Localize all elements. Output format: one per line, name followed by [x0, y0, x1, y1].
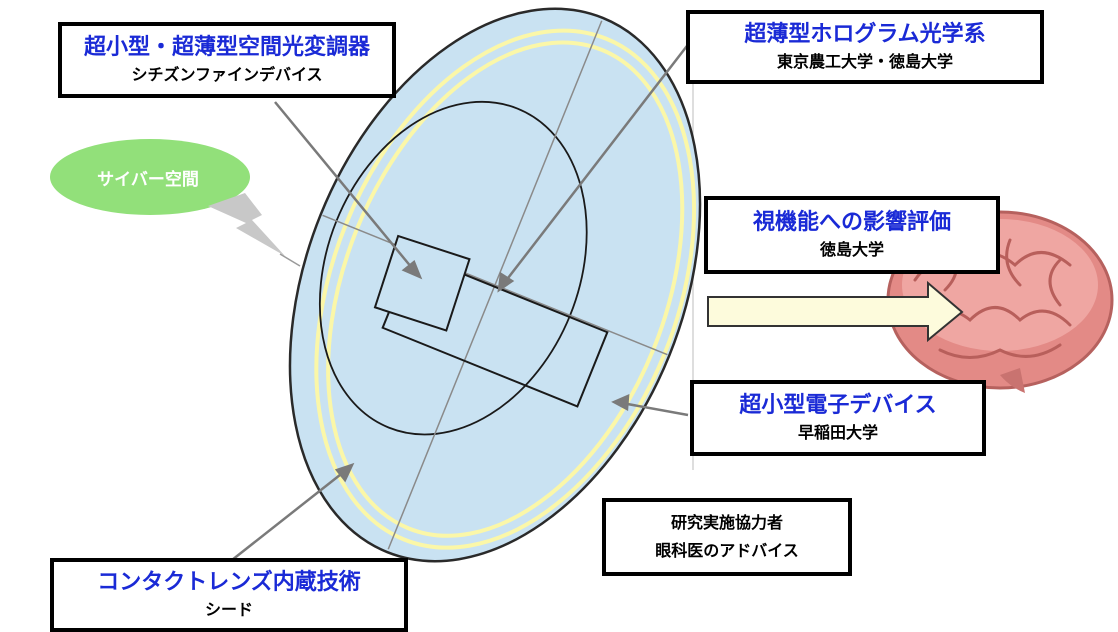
hologram-org: 東京農工大学・徳島大学: [776, 52, 953, 71]
cyber-space-bubble: [50, 139, 250, 215]
collaborator-label-box: 研究実施協力者 眼科医のアドバイス: [602, 498, 852, 576]
electronics-org: 早稲田大学: [797, 423, 878, 442]
lens-title: コンタクトレンズ内蔵技術: [97, 570, 361, 595]
modulator-chip: [373, 234, 471, 332]
lightning-bolt-icon: [208, 193, 285, 256]
hologram-label-box: 超薄型ホログラム光学系 東京農工大学・徳島大学: [686, 10, 1044, 84]
modulator-label-box: 超小型・超薄型空間光変調器 シチズンファインデバイス: [58, 22, 396, 98]
pointer-arrows: [231, 41, 691, 561]
collaborator-line1: 研究実施協力者: [670, 513, 783, 532]
lens-label-box: コンタクトレンズ内蔵技術 シード: [50, 558, 408, 632]
vision-org: 徳島大学: [819, 240, 884, 259]
contact-lens: [288, 7, 702, 563]
right-arrow-icon: [707, 280, 964, 343]
lens-org: シード: [204, 600, 253, 619]
hologram-title: 超薄型ホログラム光学系: [744, 22, 986, 47]
collaborator-line2: 眼科医のアドバイス: [655, 541, 799, 560]
vision-label-box: 視機能への影響評価 徳島大学: [704, 196, 1000, 274]
vision-title: 視機能への影響評価: [752, 210, 951, 235]
electronics-label-box: 超小型電子デバイス 早稲田大学: [690, 380, 986, 456]
cyber-space-label: サイバー空間: [97, 170, 199, 190]
modulator-title: 超小型・超薄型空間光変調器: [83, 35, 370, 60]
modulator-org: シチズンファインデバイス: [131, 65, 323, 84]
electronics-title: 超小型電子デバイス: [739, 393, 937, 418]
